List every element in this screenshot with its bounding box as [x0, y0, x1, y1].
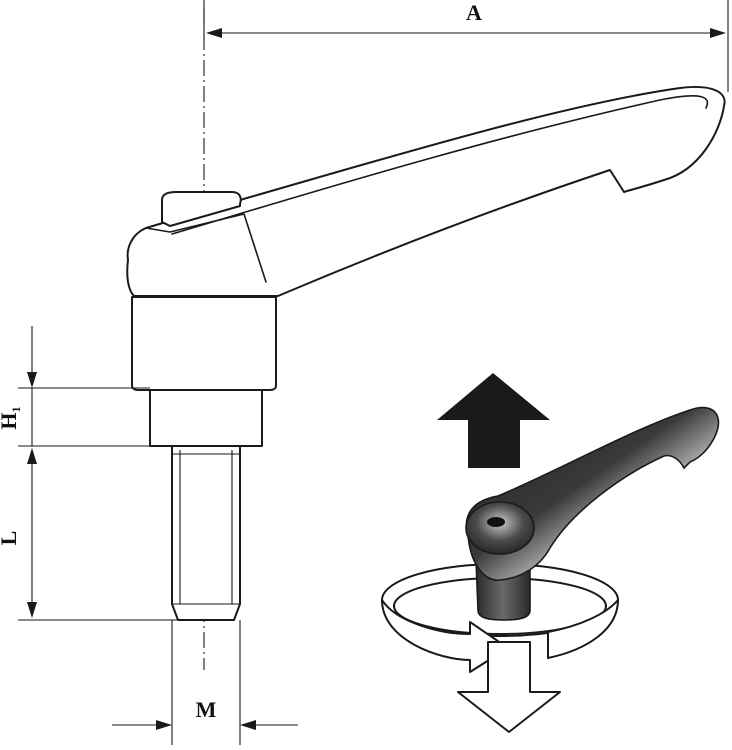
rotate-icon-right-arc	[547, 599, 619, 659]
lever-neck	[149, 389, 263, 447]
dimension-M-arrow-left	[156, 720, 172, 730]
dimension-M-label: M	[196, 697, 217, 722]
small-lever-hub	[465, 501, 535, 555]
small-lever-hub-screw	[487, 517, 505, 527]
dimension-A-label: A	[466, 0, 482, 25]
dimension-M-arrow-right	[240, 720, 256, 730]
dimension-M: M	[112, 620, 298, 745]
dimension-H1-arrow-top	[27, 372, 37, 388]
dimension-H1-label: H1	[0, 406, 23, 429]
lever-arm-inner-edge	[171, 95, 709, 235]
dimension-H1-label-sub: 1	[9, 406, 23, 412]
dimension-A-arrow-left	[206, 28, 222, 38]
dimension-L-label: L	[0, 531, 21, 546]
dimension-L-arrow-bottom	[27, 602, 37, 618]
threaded-stud	[171, 445, 241, 621]
dimension-H1: H1	[0, 326, 150, 447]
arrow-down-icon	[457, 641, 561, 733]
dimension-H1-label-main: H	[0, 412, 21, 429]
lever-arm	[126, 86, 726, 297]
dimension-L-arrow-top	[27, 448, 37, 464]
technical-lever-drawing	[126, 8, 726, 670]
lever-bushing	[131, 296, 277, 391]
dimension-A-arrow-right	[710, 28, 726, 38]
lever-hub-facet	[145, 213, 267, 283]
operation-illustration	[381, 406, 720, 733]
dimension-A: A	[203, 0, 729, 92]
arrow-up-icon	[437, 373, 550, 468]
lever-top-cap	[161, 191, 242, 227]
dimension-L: L	[0, 448, 178, 621]
